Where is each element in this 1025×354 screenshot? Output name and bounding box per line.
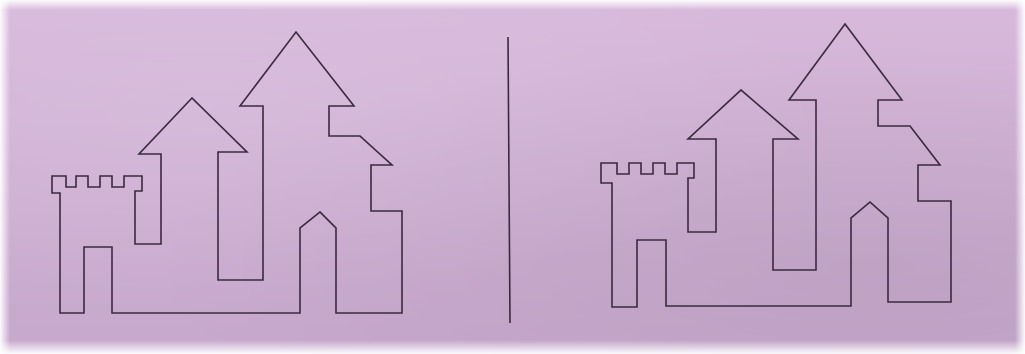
castle-right-outline-path — [601, 24, 951, 307]
castle-left-outline-path — [52, 32, 402, 313]
divider-line — [508, 37, 510, 323]
castle-outline-right — [601, 24, 951, 307]
castle-outline-left — [52, 32, 402, 313]
